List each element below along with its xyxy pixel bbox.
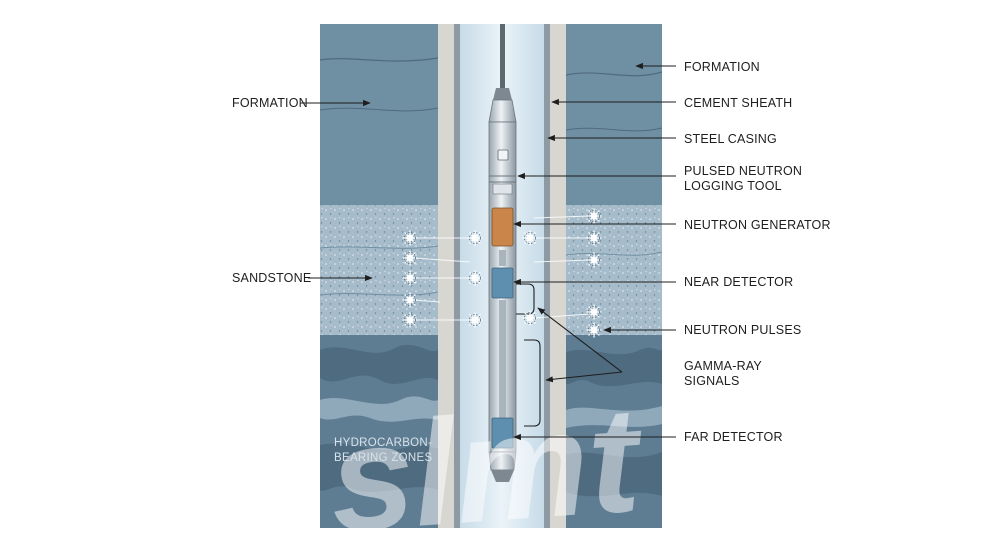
- steel-casing-right: [544, 24, 550, 528]
- label-gamma-ray-line-1: GAMMA-RAY: [684, 359, 762, 373]
- wireline-cable: [500, 24, 505, 88]
- near-detector: [491, 267, 514, 299]
- label-hydrocarbon-line-1: HYDROCARBON-: [334, 437, 432, 449]
- label-neutron-pulses: NEUTRON PULSES: [684, 323, 801, 337]
- pulsed-neutron-logging-tool: [488, 88, 517, 482]
- label-far-detector: FAR DETECTOR: [684, 430, 783, 444]
- label-logging-tool-line-2: LOGGING TOOL: [684, 179, 782, 193]
- watermark: slmt: [324, 374, 649, 556]
- label-steel-casing: STEEL CASING: [684, 132, 777, 146]
- label-neutron-generator: NEUTRON GENERATOR: [684, 218, 831, 232]
- label-gamma-ray-line-2: SIGNALS: [684, 374, 740, 388]
- formation-right: [566, 24, 662, 528]
- label-formation-left: FORMATION: [232, 96, 308, 110]
- leader-arrows: [300, 62, 676, 441]
- neutron-generator: [491, 207, 514, 247]
- label-cement-sheath: CEMENT SHEATH: [684, 96, 792, 110]
- labels: FORMATION SANDSTONE HYDROCARBON- BEARING…: [232, 60, 831, 464]
- far-detector: [491, 417, 514, 449]
- label-logging-tool-line-1: PULSED NEUTRON: [684, 164, 802, 178]
- label-formation-right: FORMATION: [684, 60, 760, 74]
- cement-sheath-left: [438, 24, 454, 528]
- label-sandstone: SANDSTONE: [232, 271, 311, 285]
- neutron-pulse-bursts: [402, 208, 602, 338]
- steel-casing-left: [454, 24, 460, 528]
- label-hydrocarbon-line-2: BEARING ZONES: [334, 452, 433, 464]
- cement-sheath-right: [550, 24, 566, 528]
- label-near-detector: NEAR DETECTOR: [684, 275, 793, 289]
- formation-left: [320, 24, 438, 528]
